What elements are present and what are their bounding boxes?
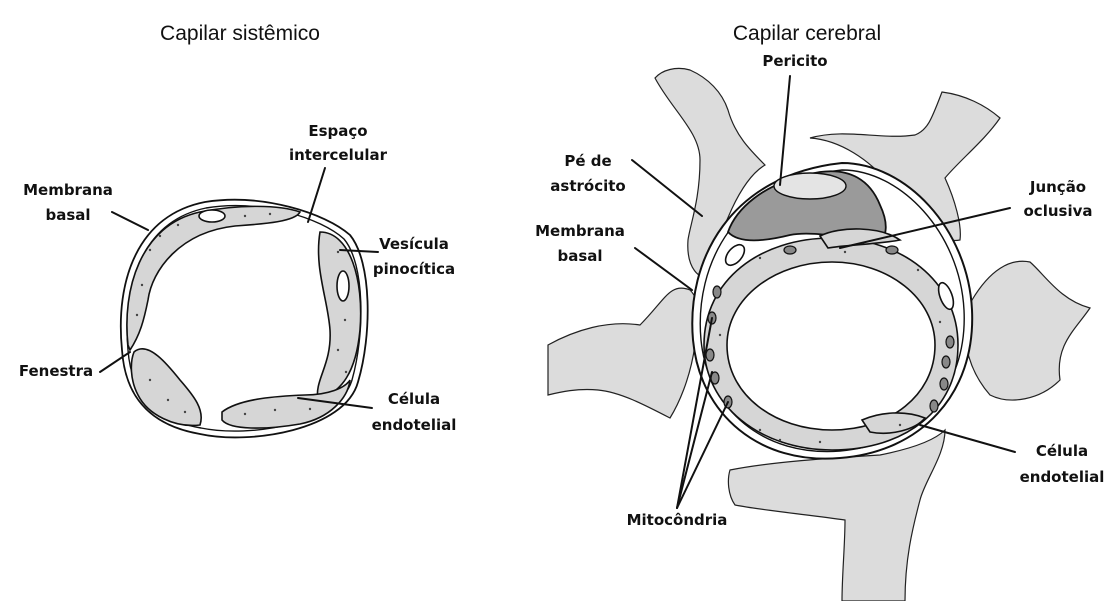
pointer-mitocondria-3 bbox=[677, 402, 728, 508]
pericyte-nucleus bbox=[774, 173, 846, 199]
astrocyte-foot-left bbox=[548, 288, 699, 418]
label-membrana-right-line1: Membrana bbox=[535, 222, 625, 240]
systemic-vesicle-top bbox=[199, 210, 225, 222]
label-espaco-line1: Espaço bbox=[308, 122, 367, 140]
pointer-pericito bbox=[780, 76, 790, 185]
systemic-capillary: Espaço intercelular Membrana basal Vesíc… bbox=[19, 122, 457, 437]
label-celula-right-line1: Célula bbox=[1036, 442, 1088, 460]
systemic-endothelial-cell-left bbox=[131, 349, 201, 426]
label-celula-left-line1: Célula bbox=[388, 390, 440, 408]
cerebral-capillary: Pericito Pé de astrócito Junção oclusiva… bbox=[535, 52, 1104, 601]
label-mitocondria: Mitocôndria bbox=[627, 511, 728, 529]
label-membrana-left-line2: basal bbox=[45, 206, 90, 224]
pointer-pe-astrocito bbox=[632, 160, 702, 216]
label-membrana-left-line1: Membrana bbox=[23, 181, 113, 199]
systemic-endothelial-cell-top bbox=[127, 206, 300, 350]
label-fenestra: Fenestra bbox=[19, 362, 93, 380]
astrocyte-foot-right bbox=[965, 261, 1090, 400]
label-pe-astrocito-line2: astrócito bbox=[550, 177, 625, 195]
label-pe-astrocito-line1: Pé de bbox=[564, 152, 611, 170]
label-celula-right-line2: endotelial bbox=[1020, 468, 1105, 486]
label-membrana-right-line2: basal bbox=[557, 247, 602, 265]
pointer-espaco bbox=[308, 168, 325, 222]
label-pericito: Pericito bbox=[762, 52, 827, 70]
systemic-vesicle-right bbox=[337, 271, 349, 301]
pointer-membrana-left bbox=[112, 212, 148, 230]
label-vesicula-line2: pinocítica bbox=[373, 260, 455, 278]
label-vesicula-line1: Vesícula bbox=[379, 235, 449, 253]
label-juncao-line2: oclusiva bbox=[1024, 202, 1093, 220]
title-cerebral-capillary: Capilar cerebral bbox=[733, 22, 881, 45]
label-juncao-line1: Junção bbox=[1029, 178, 1086, 196]
label-celula-left-line2: endotelial bbox=[372, 416, 457, 434]
title-systemic-capillary: Capilar sistêmico bbox=[160, 22, 320, 45]
label-espaco-line2: intercelular bbox=[289, 146, 388, 164]
pointer-membrana-right bbox=[635, 248, 692, 290]
